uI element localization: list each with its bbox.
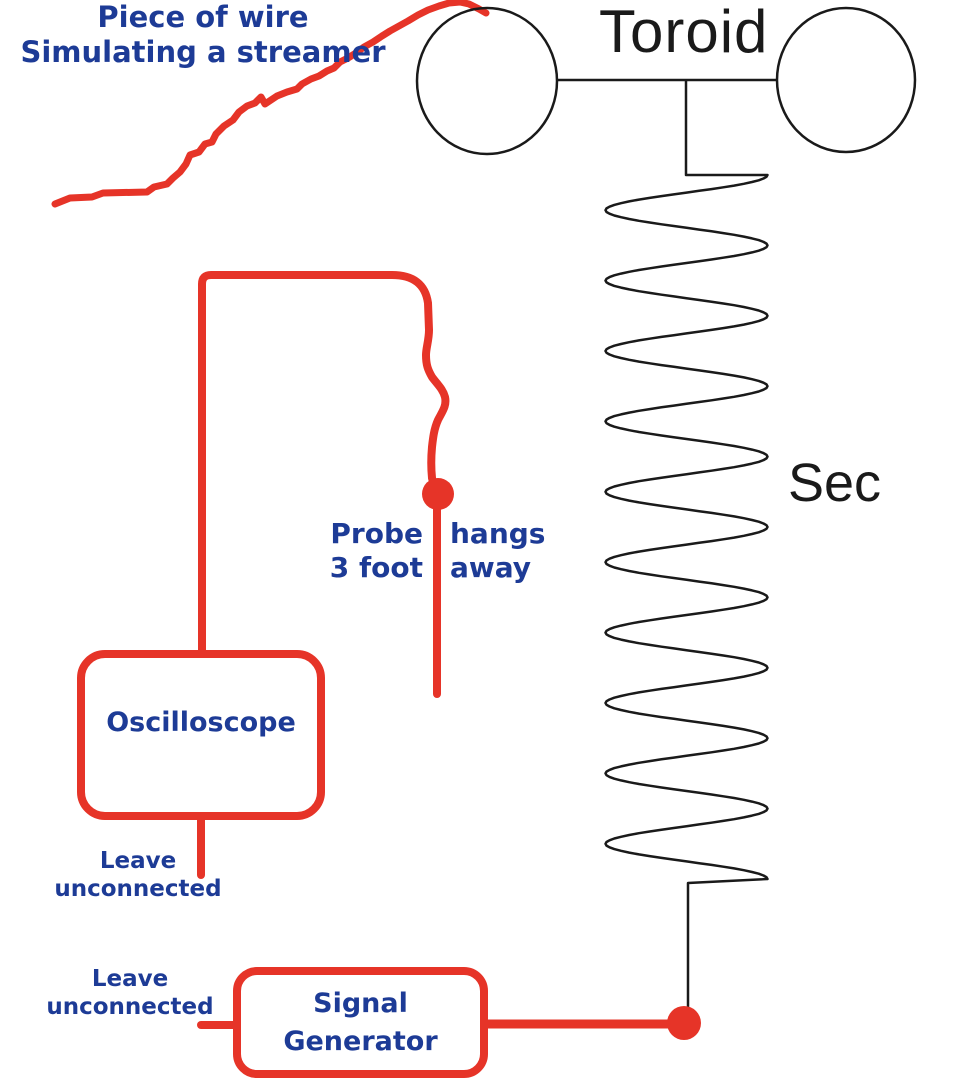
signal-generator-label-line1: Signal: [313, 987, 408, 1019]
oscilloscope-box: Oscilloscope: [77, 650, 325, 820]
probe-note-right-line1: hangs: [450, 517, 546, 550]
streamer-note-line2: Simulating a streamer: [20, 35, 386, 69]
coil-base-junction-dot: [667, 1006, 701, 1040]
generator-unconnected-line2: unconnected: [46, 994, 214, 1020]
signal-generator-box: Signal Generator: [233, 967, 488, 1078]
streamer-note: Piece of wire Simulating a streamer: [0, 0, 406, 70]
generator-unconnected-line1: Leave: [91, 966, 169, 992]
oscilloscope-label: Oscilloscope: [106, 706, 296, 738]
probe-note-left-line2: 3 foot: [329, 551, 423, 584]
oscilloscope-unconnected-line1: Leave: [99, 848, 177, 874]
probe-note-left-line1: Probe: [330, 517, 423, 550]
oscilloscope-unconnected-line2: unconnected: [54, 876, 222, 902]
streamer-note-line1: Piece of wire: [97, 0, 309, 34]
probe-note-right-line2: away: [450, 551, 532, 584]
oscilloscope-unconnected-note: Leave unconnected: [38, 847, 238, 903]
probe-note-left: Probe 3 foot: [238, 517, 423, 585]
secondary-label: Sec: [788, 453, 882, 513]
secondary-coil: [604, 80, 769, 1008]
toroid-right-circle: [775, 6, 917, 154]
signal-generator-label-line2: Generator: [283, 1025, 438, 1057]
probe-wire: [198, 271, 450, 656]
generator-unconnected-note: Leave unconnected: [30, 965, 230, 1021]
toroid-label: Toroid: [599, 0, 769, 65]
probe-note-right: hangs away: [450, 517, 545, 585]
toroid-left-circle: [415, 6, 559, 156]
streamer-wire: [51, 0, 490, 208]
